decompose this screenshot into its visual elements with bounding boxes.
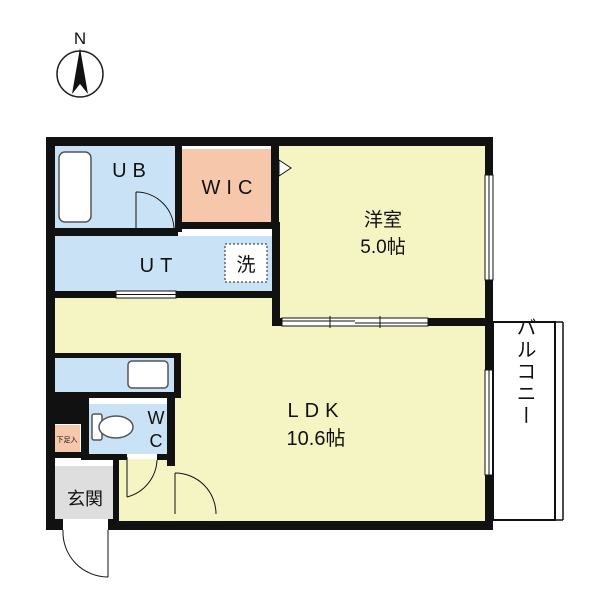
wc-door-swing-icon	[126, 457, 158, 498]
ldk-name: LDK	[288, 400, 345, 422]
wic-door-icon	[278, 159, 292, 177]
wic-floor	[182, 149, 271, 222]
wall-wc-bottom-right	[157, 454, 175, 460]
wall-wc-right	[167, 394, 175, 466]
wall-ut-bottom-right	[176, 291, 279, 298]
wall-kitchen-top	[46, 353, 180, 358]
shoe-box-floor	[54, 425, 80, 453]
washer-label: 洗	[236, 254, 255, 276]
wc-label-top: W	[148, 408, 165, 428]
wall-kitchen-right	[174, 353, 181, 396]
wall-ub-wic	[175, 137, 182, 232]
bathtub-icon	[58, 151, 92, 223]
wall-wc-bottom-left	[81, 454, 127, 460]
compass-north-label: N	[74, 29, 86, 48]
wall-western-bottom-right	[428, 318, 493, 326]
wall-entrance-right	[113, 458, 119, 524]
wall-western-bottom-left	[272, 318, 282, 326]
wall-entrance-door-gap-left	[46, 519, 63, 530]
wall-top	[46, 137, 493, 146]
wic-label: WIC	[202, 177, 259, 199]
ldk-door-swing-icon	[174, 472, 217, 515]
balcony-outline	[492, 321, 556, 521]
toilet-icon	[91, 413, 134, 441]
wall-left	[46, 137, 55, 530]
north-compass: N	[56, 29, 104, 98]
shoe-box-label: 下足入	[57, 436, 78, 444]
entrance-door-opening	[63, 521, 108, 530]
wall-ut-right	[272, 222, 280, 326]
wall-wic-bottom	[175, 222, 278, 229]
ub-label: UB	[112, 160, 152, 182]
wall-ut-bottom-left	[46, 291, 116, 298]
entrance-door-swing-icon	[62, 529, 109, 578]
washer-space	[224, 243, 268, 283]
wall-right-upper	[485, 137, 493, 175]
wall-wic-right	[271, 137, 279, 229]
western-room-size: 5.0帖	[360, 236, 405, 258]
wall-shoe-box-bottom	[46, 452, 86, 458]
wc-label-bottom: C	[150, 431, 163, 451]
kitchen-sink-icon	[127, 360, 169, 389]
wall-wc-left-block	[46, 398, 84, 424]
balcony-label: バルコニー	[513, 317, 535, 427]
entrance-floor	[54, 466, 116, 519]
sliding-door	[281, 316, 429, 328]
ut-label: UT	[140, 255, 179, 277]
western-room-name: 洋室	[364, 209, 402, 231]
wall-right-lower	[485, 475, 493, 530]
wall-ub-bottom	[46, 228, 178, 236]
compass-needle-icon	[72, 48, 88, 94]
western-room-floor	[277, 143, 487, 320]
ut-window	[115, 290, 177, 299]
ldk-size: 10.6帖	[287, 427, 346, 450]
wall-kitchen-bottom	[46, 392, 181, 398]
wall-wc-left	[81, 398, 89, 460]
entrance-label: 玄関	[67, 489, 103, 509]
balcony	[492, 321, 564, 521]
walls	[46, 137, 493, 530]
wall-bottom	[46, 521, 493, 530]
wall-entrance-door-gap-right	[108, 519, 118, 530]
ub-door-swing-icon	[135, 191, 175, 231]
